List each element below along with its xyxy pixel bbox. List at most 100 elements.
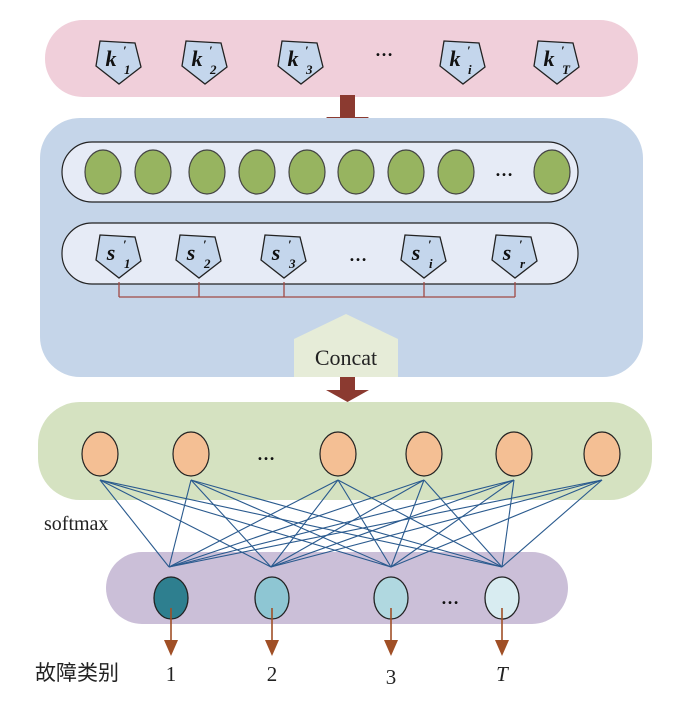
output-arrow-icon [495, 608, 509, 656]
connection-line [390, 479, 515, 568]
connection-line [501, 479, 515, 568]
ellipsis: … [441, 588, 459, 608]
output-units: … [153, 576, 520, 620]
ellipsis: … [257, 444, 275, 464]
class-label-1: 1 [166, 662, 177, 686]
connection-line [168, 479, 603, 568]
down-arrow-icon [326, 377, 369, 402]
pentagon-shape [260, 234, 307, 279]
input-node-3-subscript: 3 [305, 62, 313, 77]
hidden-unit [188, 149, 226, 195]
dense-units: … [81, 431, 621, 477]
pentagon-shape [491, 234, 538, 279]
connection-line [168, 479, 515, 568]
state-node-i-symbol: s [411, 240, 421, 265]
connection-line [270, 479, 515, 568]
concat-block: Concat [294, 314, 398, 377]
class-label-T: T [496, 662, 509, 686]
state-node-r-subscript: r [520, 256, 526, 271]
dense-unit [172, 431, 210, 477]
hidden-unit [337, 149, 375, 195]
input-node-T-symbol: k [544, 46, 555, 71]
hidden-units: … [84, 149, 571, 195]
input-node-1-subscript: 1 [124, 62, 131, 77]
hidden-unit [533, 149, 571, 195]
hidden-unit [84, 149, 122, 195]
connection-line [337, 479, 503, 568]
input-node-T-prime: ′ [561, 43, 565, 58]
input-layer-band [45, 20, 638, 97]
state-node-2-symbol: s [186, 240, 196, 265]
hidden-unit [238, 149, 276, 195]
connection-line [168, 479, 339, 568]
concat-label: Concat [315, 345, 377, 370]
state-node-1-symbol: s [106, 240, 116, 265]
connection-line [270, 479, 425, 568]
state-node-2-subscript: 2 [203, 256, 211, 271]
state-node-2-prime: ′ [203, 237, 207, 252]
output-arrow-icon [164, 608, 178, 656]
output-arrows [164, 608, 509, 656]
hidden-unit [288, 149, 326, 195]
input-node-i-subscript: i [468, 62, 472, 77]
class-labels: 1 2 3 T [166, 662, 509, 689]
state-node-r-prime: ′ [519, 237, 523, 252]
dense-unit [81, 431, 119, 477]
output-arrow-icon [384, 608, 398, 656]
state-node-i-subscript: i [429, 256, 433, 271]
connection-line [99, 479, 503, 568]
connection-line [99, 479, 170, 568]
input-node-1-prime: ′ [123, 43, 127, 58]
connection-line [270, 479, 339, 568]
pentagon-shape [400, 234, 447, 279]
pentagon-shape [277, 40, 324, 85]
state-node-3-symbol: s [271, 240, 281, 265]
connection-line [423, 479, 503, 568]
input-node-i-symbol: k [450, 46, 461, 71]
connection-line [190, 479, 392, 568]
dense-unit [319, 431, 357, 477]
connection-line [168, 479, 425, 568]
pentagon-shape [181, 40, 228, 85]
hidden-unit [134, 149, 172, 195]
state-node-1-prime: ′ [123, 237, 127, 252]
input-node-3-prime: ′ [305, 43, 309, 58]
pentagon-shape [533, 40, 580, 85]
connection-line [99, 479, 392, 568]
softmax-label: softmax [44, 513, 108, 535]
connection-line [190, 479, 272, 568]
dense-unit [583, 431, 621, 477]
connection-line [390, 479, 425, 568]
input-node-2-prime: ′ [209, 43, 213, 58]
pentagon-shape [95, 40, 142, 85]
ellipsis: … [375, 40, 393, 60]
input-node-2-symbol: k [192, 46, 203, 71]
input-node-T-subscript: T [562, 62, 571, 77]
input-node-1-symbol: k [106, 46, 117, 71]
ellipsis: … [349, 245, 367, 265]
fault-category-label: 故障类别 [35, 661, 119, 685]
output-arrow-icon [265, 608, 279, 656]
pentagon-shape [439, 40, 486, 85]
pentagon-shape [175, 234, 222, 279]
connection-line [168, 479, 192, 568]
state-node-1-subscript: 1 [124, 256, 131, 271]
dense-unit [495, 431, 533, 477]
output-layer-band [106, 552, 568, 624]
connection-line [270, 479, 603, 568]
class-label-3: 3 [386, 665, 397, 689]
class-label-2: 2 [267, 662, 278, 686]
